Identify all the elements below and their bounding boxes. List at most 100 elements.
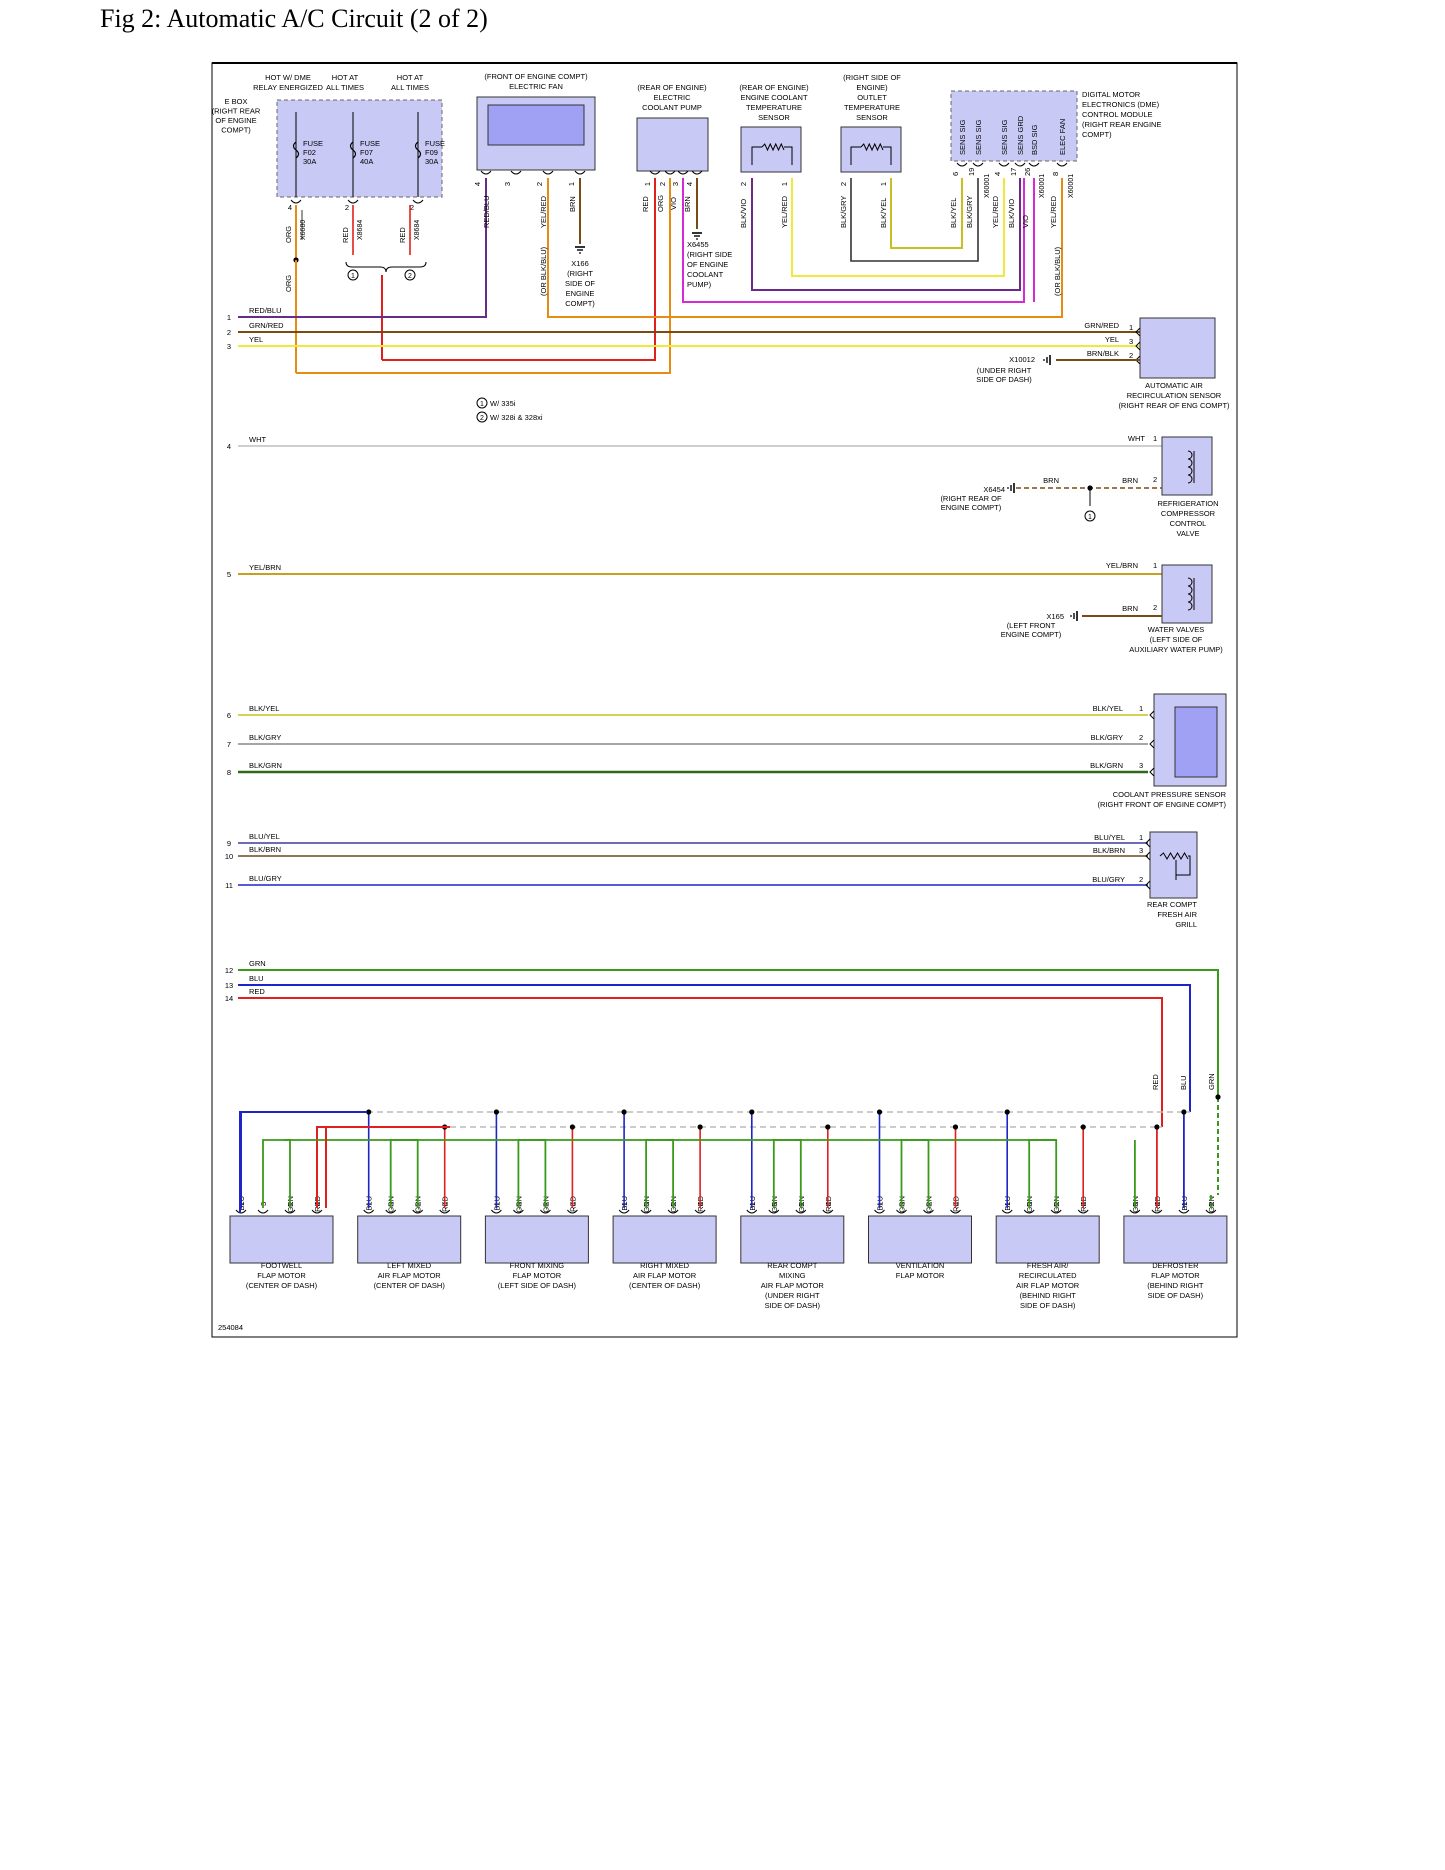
dme-module-box: [950, 90, 1078, 162]
wire-label: ORG: [284, 275, 293, 292]
dme-pin-label: SENS SIG: [958, 119, 967, 155]
ect-sensor-box: [740, 126, 802, 173]
pin-wire-label: BRN: [1122, 604, 1138, 613]
wire-vio: [682, 178, 1025, 303]
legend-circle: [476, 397, 488, 409]
connector-icon: [896, 1209, 907, 1214]
pin-number: 2: [410, 203, 414, 212]
motor-label: FOOTWELL: [261, 1261, 302, 1270]
wire-label: RED: [641, 196, 650, 212]
pin-wire-label: BLK/GRY: [1091, 733, 1123, 742]
fuse-header: HOT W/ DME: [265, 73, 311, 82]
splice-dot: [1080, 1124, 1086, 1130]
wire-label: RED/BLU: [482, 195, 491, 228]
water-valves-label: AUXILIARY WATER PUMP): [1129, 645, 1223, 654]
connector-icon: [618, 1209, 630, 1214]
bus-wire-label: WHT: [249, 435, 266, 444]
wire-label: YEL/RED: [991, 195, 1000, 228]
splice-dot: [569, 1124, 576, 1130]
ground-label: (RIGHT REAR OF: [940, 494, 1002, 503]
pin-number: 1: [879, 182, 888, 186]
ground-label: SIDE OF: [565, 279, 595, 288]
row-number: 3: [227, 342, 231, 351]
pump-label: (REAR OF ENGINE): [637, 83, 707, 92]
outlet-label: SENSOR: [856, 113, 888, 122]
sensor-trace: [784, 146, 793, 165]
row-number: 14: [225, 994, 233, 1003]
row-number: 12: [225, 966, 233, 975]
splice-dot: [1154, 1124, 1160, 1130]
recirc-label: RECIRCULATION SENSOR: [1127, 391, 1222, 400]
connector-icon: [1145, 851, 1151, 861]
splice-dot: [952, 1124, 959, 1130]
pin-number: 3: [1139, 761, 1143, 770]
connector-icon: [510, 170, 522, 175]
motor-label: SIDE OF DASH): [765, 1301, 821, 1310]
motor-label: FLAP MOTOR: [896, 1271, 945, 1280]
row-number: 11: [225, 881, 233, 890]
row-number: 9: [227, 839, 231, 848]
flap-motor-box: [1123, 1215, 1228, 1264]
fuse-label: F07: [360, 148, 373, 157]
pin-number: 4: [473, 182, 482, 186]
coil-icon: [1187, 450, 1193, 484]
splice-dot: [876, 1109, 883, 1115]
pin-number: 3: [671, 182, 680, 186]
pin-wire-label: BLK/YEL: [1093, 704, 1123, 713]
pin-wire-label: YEL/BRN: [1106, 561, 1138, 570]
ground-label: X6455: [687, 240, 709, 249]
pin-wire-label: BLU/GRY: [1092, 875, 1125, 884]
connector-icon: [311, 1209, 323, 1214]
motor-label: FRESH AIR/: [1027, 1261, 1070, 1270]
connector-icon: [1149, 767, 1155, 777]
pin-number: 2: [839, 182, 848, 186]
page-title: Fig 2: Automatic A/C Circuit (2 of 2): [100, 4, 488, 33]
pin-wire-label: YEL: [1105, 335, 1119, 344]
pin-number: 3: [503, 182, 512, 186]
flap-motor-box: [740, 1215, 845, 1264]
ect-label: (REAR OF ENGINE): [739, 83, 809, 92]
dme-pin-label: SENS SIG: [974, 119, 983, 155]
row-number: 2: [227, 328, 231, 337]
outlet-label: ENGINE): [856, 83, 888, 92]
wire-label: YEL/RED: [780, 195, 789, 228]
pin-number: 2: [1129, 351, 1133, 360]
wire-label: GRN: [1207, 1073, 1216, 1090]
connector-icon: [1129, 1209, 1141, 1214]
wire-red: [325, 1126, 450, 1208]
pin-number: 3: [1129, 337, 1133, 346]
wire-blu: [238, 984, 1191, 1112]
fuse-label: FUSE: [303, 139, 323, 148]
connector-icon: [1028, 162, 1040, 167]
bus-wire-label: BLK/GRN: [249, 761, 282, 770]
connector-icon: [950, 1209, 961, 1214]
pin-number: 6: [951, 172, 960, 176]
ground-label: SIDE OF DASH): [976, 375, 1032, 384]
wire-label: BRN: [568, 196, 577, 212]
pin-number: 1: [780, 182, 789, 186]
ground-label: X10012: [1009, 355, 1035, 364]
fuse-header: HOT AT: [397, 73, 424, 82]
dme-pin-label: BSD SIG: [1030, 124, 1039, 155]
sensor-trace: [751, 146, 762, 165]
motor-label: AIR FLAP MOTOR: [378, 1271, 442, 1280]
ground-label: OF ENGINE: [687, 260, 728, 269]
bus-wire-label: YEL: [249, 335, 263, 344]
valve-label: VALVE: [1176, 529, 1199, 538]
pin-wire-label: GRN/RED: [1084, 321, 1119, 330]
pin-number: 1: [567, 182, 576, 186]
recirc-label: (RIGHT REAR OF ENG COMPT): [1118, 401, 1230, 410]
connector-icon: [998, 162, 1010, 167]
valve-label: CONTROL: [1170, 519, 1207, 528]
water-valves-box: [1161, 564, 1213, 624]
connector-icon: [923, 1209, 934, 1214]
row-number: 6: [227, 711, 231, 720]
note-circle-2: [404, 269, 416, 281]
motor-label: FLAP MOTOR: [1151, 1271, 1200, 1280]
connector-icon: [567, 1209, 578, 1214]
pin-number: 2: [739, 182, 748, 186]
connector-icon: [542, 170, 554, 175]
motor-label: (CENTER OF DASH): [374, 1281, 446, 1290]
fuse-icon: [349, 141, 357, 159]
